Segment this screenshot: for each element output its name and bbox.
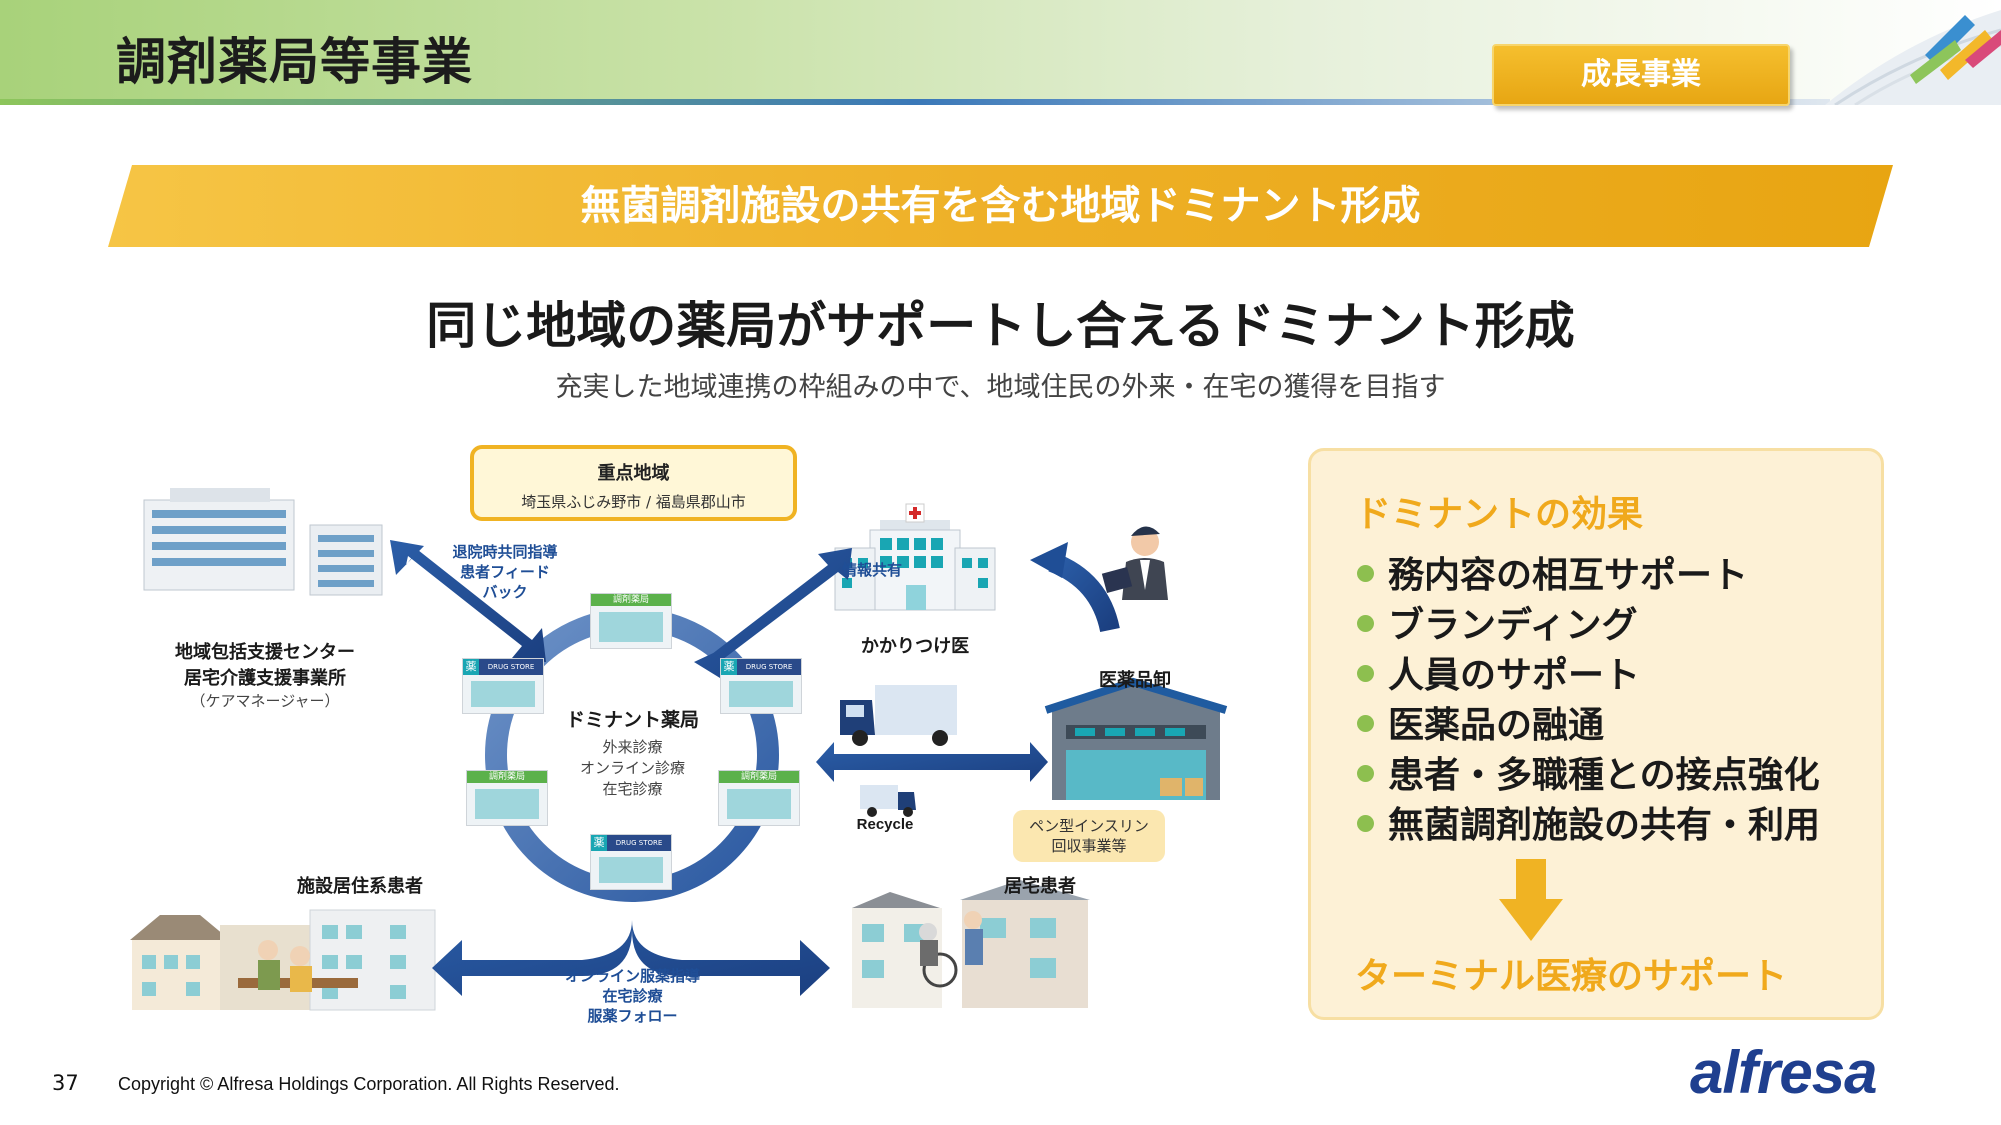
effect-text: 務内容の相互サポート — [1388, 555, 1749, 596]
care-center-line-1: 地域包括支援センター — [175, 642, 355, 663]
pharmacy-store-top: 調剤薬局 — [590, 593, 672, 649]
store-sign: 調剤薬局 — [467, 771, 547, 783]
effect-text: 医薬品の融通 — [1388, 705, 1605, 746]
recycle-note: ペン型インスリン 回収事業等 — [1013, 810, 1165, 862]
effects-list: 務内容の相互サポート ブランディング 人員のサポート 医薬品の融通 患者・多職種… — [1357, 551, 1820, 851]
effects-panel: ドミナントの効果 務内容の相互サポート ブランディング 人員のサポート 医薬品の… — [1308, 448, 1884, 1020]
center-line-online: オンライン診療 — [579, 759, 685, 777]
effect-text: 無菌調剤施設の共有・利用 — [1388, 805, 1821, 846]
copyright: Copyright © Alfresa Holdings Corporation… — [118, 1074, 620, 1094]
corner-decoration-icon — [1825, 10, 2001, 105]
pharmacy-store-bottom: 薬 DRUG STORE — [590, 834, 672, 890]
delivery-truck-icon — [840, 685, 957, 746]
bullet-icon — [1357, 764, 1374, 782]
feedback-label: 退院時共同指導 患者フィード バック — [435, 542, 575, 602]
list-item: 患者・多職種との接点強化 — [1357, 751, 1820, 801]
care-center-label: 地域包括支援センター 居宅介護支援事業所 （ケアマネージャー） — [130, 638, 400, 711]
diagram-graphics — [130, 488, 1228, 1011]
bullet-icon — [1357, 714, 1374, 732]
facility-patients-label: 施設居住系患者 — [297, 876, 423, 897]
info-sharing-label: 情報共有 — [841, 561, 902, 579]
bottom-service-2: 在宅診療 — [602, 987, 663, 1005]
header-divider — [0, 99, 1830, 105]
list-item: ブランディング — [1357, 601, 1820, 651]
arrow-feedback — [390, 540, 546, 662]
arrow-info-sharing — [694, 548, 852, 678]
arrow-doctor-link-head — [1030, 542, 1068, 578]
recycle-note-line-2: 回収事業等 — [1051, 837, 1127, 855]
main-heading: 同じ地域の薬局がサポートし合えるドミナント形成 — [426, 297, 1575, 355]
care-center-line-3: （ケアマネージャー） — [190, 692, 340, 710]
growth-badge: 成長事業 — [1492, 44, 1790, 106]
bottom-service-1: オンライン服薬指導 — [564, 967, 700, 985]
pharmacy-store-lower-left: 調剤薬局 — [466, 770, 548, 826]
store-sign: 調剤薬局 — [719, 771, 799, 783]
list-item: 医薬品の融通 — [1357, 701, 1820, 751]
effect-text: 患者・多職種との接点強化 — [1388, 755, 1820, 796]
feedback-line-1: 退院時共同指導 — [452, 543, 558, 561]
list-item: 無菌調剤施設の共有・利用 — [1357, 801, 1820, 851]
theme-banner: 無菌調剤施設の共有を含む地域ドミナント形成 — [108, 165, 1893, 247]
care-center-building-icon — [143, 488, 383, 596]
doctor-label: かかりつけ医 — [860, 636, 970, 657]
bottom-services-label: オンライン服薬指導 在宅診療 服薬フォロー — [540, 966, 725, 1026]
bullet-icon — [1357, 564, 1374, 582]
recycle-note-line-1: ペン型インスリン — [1029, 817, 1149, 835]
drug-store-sign: DRUG STORE — [737, 659, 801, 675]
recycle-label: Recycle — [856, 816, 914, 833]
bottom-service-3: 服薬フォロー — [587, 1007, 678, 1025]
arrow-wholesaler — [816, 742, 1048, 782]
drug-store-sign: DRUG STORE — [607, 835, 671, 851]
focus-region-callout: 重点地域 埼玉県ふじみ野市 / 福島県郡山市 — [470, 445, 797, 521]
pharmacy-kanji-icon: 薬 — [591, 835, 607, 851]
care-facility-icon — [130, 909, 436, 1011]
effect-text: 人員のサポート — [1388, 655, 1641, 696]
wholesaler-label: 医薬品卸 — [1099, 670, 1171, 691]
effect-text: ブランディング — [1388, 605, 1638, 646]
page-title: 調剤薬局等事業 — [116, 33, 473, 91]
page-number: 37 — [52, 1071, 79, 1095]
recycle-truck-icon — [860, 785, 916, 817]
center-line-outpatient: 外来診療 — [602, 738, 663, 756]
pharmacy-store-left: 薬 DRUG STORE — [462, 658, 544, 714]
home-house-icon — [852, 880, 1090, 1008]
home-patients-label: 居宅患者 — [1004, 876, 1076, 897]
hospital-icon — [834, 503, 996, 611]
pharmacy-store-right: 薬 DRUG STORE — [720, 658, 802, 714]
bullet-icon — [1357, 814, 1374, 832]
sub-heading: 充実した地域連携の枠組みの中で、地域住民の外来・在宅の獲得を目指す — [555, 372, 1446, 403]
store-sign: 調剤薬局 — [591, 594, 671, 606]
dominant-diagram: 調剤薬局 薬 DRUG STORE 薬 DRUG STORE 調剤薬局 調剤薬局… — [100, 430, 1260, 1050]
center-line-home: 在宅診療 — [602, 780, 663, 798]
bullet-icon — [1357, 664, 1374, 682]
bullet-icon — [1357, 614, 1374, 632]
feedback-line-2: 患者フィード — [460, 563, 550, 581]
center-title: ドミナント薬局 — [565, 709, 699, 731]
effects-result: ターミナル医療のサポート — [1355, 956, 1788, 997]
list-item: 人員のサポート — [1357, 651, 1820, 701]
wholesaler-warehouse-icon — [1044, 677, 1228, 800]
effects-title: ドミナントの効果 — [1355, 494, 1644, 535]
arrow-bottom-branch — [432, 900, 830, 996]
alfresa-logo: alfresa — [1690, 1039, 1877, 1106]
pharmacy-store-lower-right: 調剤薬局 — [718, 770, 800, 826]
pharmacy-kanji-icon: 薬 — [463, 659, 479, 675]
callout-regions: 埼玉県ふじみ野市 / 福島県郡山市 — [521, 493, 746, 511]
center-pharmacy-label: ドミナント薬局 外来診療 オンライン診療 在宅診療 — [540, 705, 725, 799]
pharmacy-kanji-icon: 薬 — [721, 659, 737, 675]
down-arrow-icon — [1499, 859, 1563, 941]
list-item: 務内容の相互サポート — [1357, 551, 1820, 601]
drug-store-sign: DRUG STORE — [479, 659, 543, 675]
care-center-line-2: 居宅介護支援事業所 — [184, 668, 346, 689]
callout-title: 重点地域 — [597, 463, 670, 484]
feedback-line-3: バック — [482, 583, 528, 601]
pharmacist-person-icon — [1101, 526, 1168, 600]
